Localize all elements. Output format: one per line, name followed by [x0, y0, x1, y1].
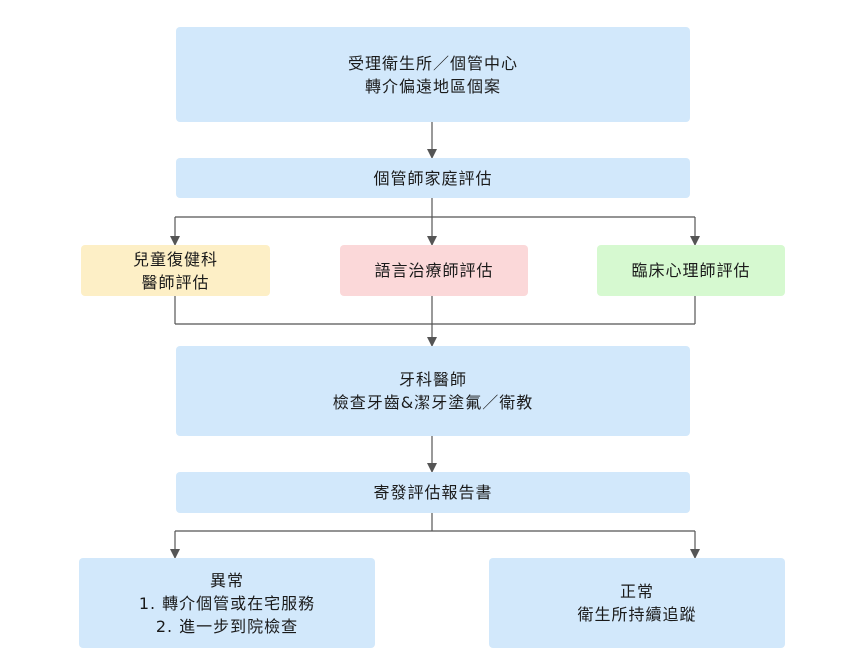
clinical-psych-box: 臨床心理師評估	[597, 245, 785, 296]
intake-box: 受理衛生所／個管中心 轉介偏遠地區個案	[176, 27, 690, 122]
pediatric-rehab-line-1: 兒童復健科	[132, 249, 218, 269]
pediatric-rehab-line-2: 醫師評估	[141, 272, 210, 292]
speech-therapy-box: 語言治療師評估	[340, 245, 528, 296]
abnormal-line-2: 1. 轉介個管或在宅服務	[138, 593, 316, 613]
clinical-psych-label: 臨床心理師評估	[631, 261, 751, 280]
normal-line-2: 衛生所持續追蹤	[577, 605, 697, 624]
dentist-line-1: 牙科醫師	[398, 370, 467, 389]
dentist-box: 牙科醫師 檢查牙齒&潔牙塗氟／衛教	[176, 346, 690, 436]
report-box: 寄發評估報告書	[176, 472, 690, 513]
home-assessment-box: 個管師家庭評估	[176, 158, 690, 198]
abnormal-line-1: 異常	[209, 570, 244, 590]
abnormal-box: 異常 1. 轉介個管或在宅服務 2. 進一步到院檢查	[79, 558, 375, 648]
intake-line-1: 受理衛生所／個管中心	[347, 53, 518, 73]
abnormal-line-3: 2. 進一步到院檢查	[155, 616, 299, 636]
pediatric-rehab-box: 兒童復健科 醫師評估	[81, 245, 270, 296]
intake-line-2: 轉介偏遠地區個案	[364, 76, 501, 96]
normal-line-1: 正常	[619, 582, 654, 601]
report-label: 寄發評估報告書	[373, 483, 493, 502]
home-assessment-label: 個管師家庭評估	[373, 168, 493, 188]
speech-therapy-label: 語言治療師評估	[374, 261, 494, 280]
normal-box: 正常 衛生所持續追蹤	[489, 558, 785, 648]
dentist-line-2: 檢查牙齒&潔牙塗氟／衛教	[332, 393, 534, 412]
